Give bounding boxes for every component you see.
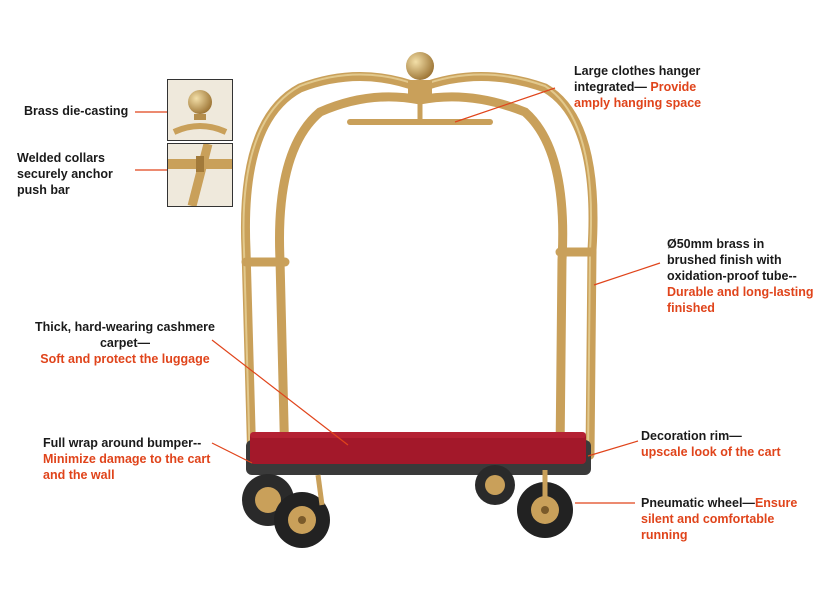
brass-thumbnail: [167, 79, 233, 141]
welded-thumbnail: [167, 143, 233, 207]
brass-finial-closeup-icon: [168, 80, 232, 140]
callout-carpet: Thick, hard-wearing cashmere carpet— Sof…: [25, 319, 225, 367]
welded-collar-closeup-icon: [168, 144, 232, 206]
caster-forks: [315, 470, 548, 506]
callout-bumper: Full wrap around bumper-- Minimize damag…: [43, 435, 218, 483]
callout-clothes-hanger: Large clothes hanger integrated— Provide…: [574, 63, 734, 111]
cross-bars: [241, 247, 597, 267]
hanger-bar: [347, 100, 493, 125]
callout-rim-benefit: upscale look of the cart: [641, 445, 781, 459]
callout-pneumatic-wheel: Pneumatic wheel—Ensure silent and comfor…: [641, 495, 811, 543]
callout-bumper-text: Full wrap around bumper--: [43, 436, 202, 450]
callout-tube-text: Ø50mm brass in brushed finish with oxida…: [667, 237, 797, 283]
callout-welded-collars: Welded collars securely anchor push bar: [17, 150, 127, 198]
wheel-front-right: [517, 482, 573, 538]
callout-rim-text: Decoration rim—: [641, 429, 742, 443]
callout-carpet-text: Thick, hard-wearing cashmere carpet—: [35, 320, 215, 350]
finial-ball: [406, 52, 434, 102]
callout-decoration-rim: Decoration rim— upscale look of the cart: [641, 428, 781, 460]
wheel-front-left: [274, 492, 330, 548]
wheel-rear-right: [475, 465, 515, 505]
callout-tube-benefit: Durable and long-lasting finished: [667, 285, 814, 315]
cart-deck: [246, 432, 591, 475]
callout-brass-die-casting: Brass die-casting: [24, 103, 139, 119]
callout-hanger-text: Large clothes hanger integrated—: [574, 64, 701, 94]
leader-lines: [135, 87, 661, 504]
callout-bumper-benefit: Minimize damage to the cart and the wall: [43, 452, 211, 482]
callout-hanger-benefit: Provide amply hanging space: [574, 80, 702, 110]
callout-brass-text: Brass die-casting: [24, 104, 129, 118]
callout-brass-tube: Ø50mm brass in brushed finish with oxida…: [667, 236, 817, 316]
callout-wheel-text: Pneumatic wheel—: [641, 496, 755, 510]
callout-wheel-benefit: Ensure silent and comfortable running: [641, 496, 798, 542]
callout-carpet-benefit: Soft and protect the luggage: [40, 352, 210, 366]
callout-welded-text: Welded collars securely anchor push bar: [17, 151, 113, 197]
